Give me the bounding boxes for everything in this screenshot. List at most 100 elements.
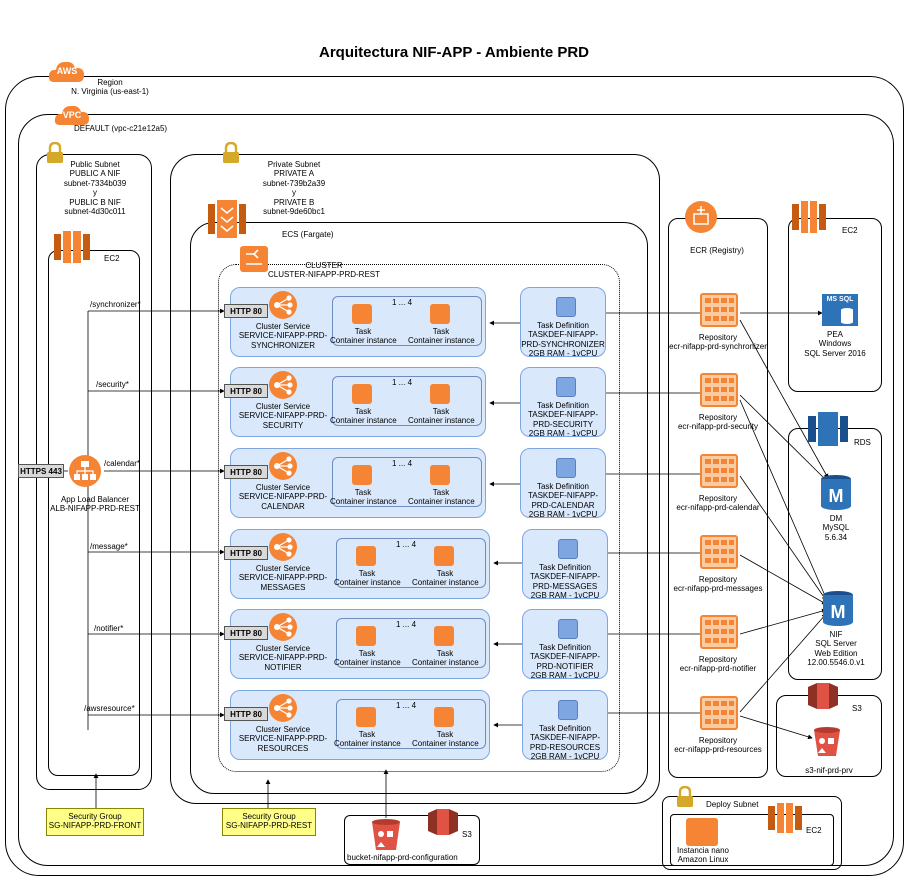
aws-region-frame bbox=[5, 76, 904, 876]
ec2-front-label: EC2 bbox=[104, 254, 120, 263]
vpc-frame bbox=[18, 114, 894, 866]
cluster-frame bbox=[218, 264, 620, 772]
task-icon bbox=[352, 465, 372, 485]
mssql-icon: MS SQL bbox=[822, 294, 858, 326]
task-icon bbox=[430, 304, 450, 324]
deploy-lock-icon bbox=[676, 785, 694, 813]
task-definition-icon bbox=[558, 700, 578, 720]
s3-bottom-tag: S3 bbox=[462, 830, 472, 839]
ec2-pea-tag: EC2 bbox=[842, 226, 858, 235]
ecs-label: ECS (Fargate) bbox=[282, 230, 334, 239]
http-80-port: HTTP 80 bbox=[224, 384, 268, 398]
task-icon bbox=[434, 707, 454, 727]
dm-db-icon: M bbox=[820, 474, 852, 510]
task-definition-icon bbox=[558, 539, 578, 559]
ecs-icon bbox=[208, 200, 246, 238]
aws-cloud-icon: AWS bbox=[48, 58, 86, 84]
cluster-service-icon bbox=[268, 532, 298, 562]
s3-bucket-icon bbox=[370, 818, 402, 852]
cluster-service-icon bbox=[268, 370, 298, 400]
deploy-subnet-frame bbox=[662, 796, 842, 870]
task-definition-icon bbox=[556, 297, 576, 317]
task-icon bbox=[430, 384, 450, 404]
http-80-port: HTTP 80 bbox=[224, 465, 268, 479]
http-80-port: HTTP 80 bbox=[224, 546, 268, 560]
diagram-title: Arquitectura NIF-APP - Ambiente PRD bbox=[318, 44, 590, 61]
vpc-name: DEFAULT (vpc-c21e12a5) bbox=[74, 124, 168, 133]
cluster-service-icon bbox=[268, 693, 298, 723]
http-80-port: HTTP 80 bbox=[224, 626, 268, 640]
deploy-label: Deploy Subnet bbox=[706, 800, 759, 809]
nif-db-icon: M bbox=[822, 590, 854, 626]
s3-config-frame bbox=[344, 815, 480, 865]
cluster-service-icon bbox=[268, 451, 298, 481]
ecr-repository-icon bbox=[700, 373, 738, 407]
ec2-pea-icon bbox=[792, 198, 826, 234]
cluster-service-icon bbox=[268, 290, 298, 320]
ecr-repository-icon bbox=[700, 454, 738, 488]
route-notifier: /notifier* bbox=[94, 624, 124, 633]
load-balancer-icon bbox=[68, 454, 102, 488]
route-security: /security* bbox=[96, 380, 129, 389]
route-message: /message* bbox=[90, 542, 128, 551]
deploy-ec2-icon bbox=[768, 800, 802, 834]
task-icon bbox=[356, 626, 376, 646]
ecr-repository-icon bbox=[700, 535, 738, 569]
rds-tag: RDS bbox=[854, 438, 871, 447]
public-subnet-lock-icon bbox=[46, 141, 64, 169]
task-range: 1 ... 4 bbox=[392, 298, 413, 307]
task-icon bbox=[434, 626, 454, 646]
s3-bottom-name: bucket-nifapp-prd-configuration bbox=[347, 853, 458, 862]
vpc-cloud-icon: VPC bbox=[54, 103, 90, 127]
route-synchronizer: /synchronizer* bbox=[90, 300, 141, 309]
svg-text:M: M bbox=[831, 602, 846, 622]
https-443-port: HTTPS 443 bbox=[18, 464, 64, 478]
ec2-front-frame bbox=[48, 250, 140, 776]
task-icon bbox=[352, 304, 372, 324]
ec2-pea-frame bbox=[788, 218, 882, 392]
ecr-label: ECR (Registry) bbox=[690, 246, 744, 255]
task-definition-icon bbox=[556, 458, 576, 478]
ecr-repository-icon bbox=[700, 293, 738, 327]
cluster-icon bbox=[238, 244, 270, 274]
http-80-port: HTTP 80 bbox=[224, 304, 268, 318]
private-subnet-lock-icon bbox=[222, 141, 240, 169]
route-calendar: /calendar* bbox=[104, 459, 141, 468]
task-definition-icon bbox=[558, 619, 578, 639]
s3-service-icon bbox=[428, 806, 458, 838]
ecs-frame bbox=[190, 222, 648, 794]
task-range: 1 ... 4 bbox=[396, 620, 417, 629]
task-range: 1 ... 4 bbox=[396, 701, 417, 710]
http-80-port: HTTP 80 bbox=[224, 707, 268, 721]
svg-text:M: M bbox=[829, 486, 844, 506]
